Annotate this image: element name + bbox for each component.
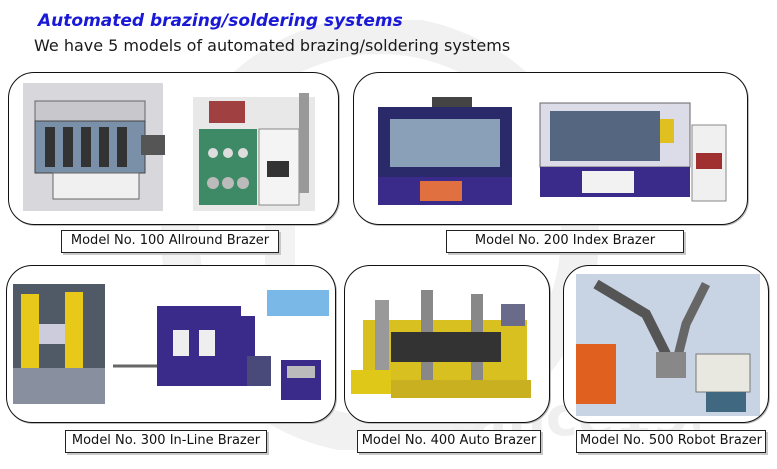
model-400-panel — [344, 265, 550, 423]
model-100-panel — [8, 72, 339, 225]
model-100-photo — [23, 83, 315, 211]
page-subtitle: We have 5 models of automated brazing/so… — [34, 36, 511, 55]
model-500-panel — [563, 265, 769, 423]
page-title: Automated brazing/soldering systems — [38, 11, 403, 31]
model-400-photo — [351, 290, 531, 398]
model-100-caption: Model No. 100 Allround Brazer — [61, 230, 279, 253]
model-200-photo — [378, 97, 727, 205]
model-300-panel — [6, 265, 336, 423]
model-500-photo — [576, 274, 760, 416]
model-400-caption: Model No. 400 Auto Brazer — [357, 430, 541, 453]
model-500-caption: Model No. 500 Robot Brazer — [576, 430, 766, 453]
model-300-caption: Model No. 300 In-Line Brazer — [65, 430, 267, 453]
model-200-caption: Model No. 200 Index Brazer — [446, 230, 684, 253]
model-200-panel — [353, 72, 748, 225]
model-300-photo — [13, 284, 329, 404]
